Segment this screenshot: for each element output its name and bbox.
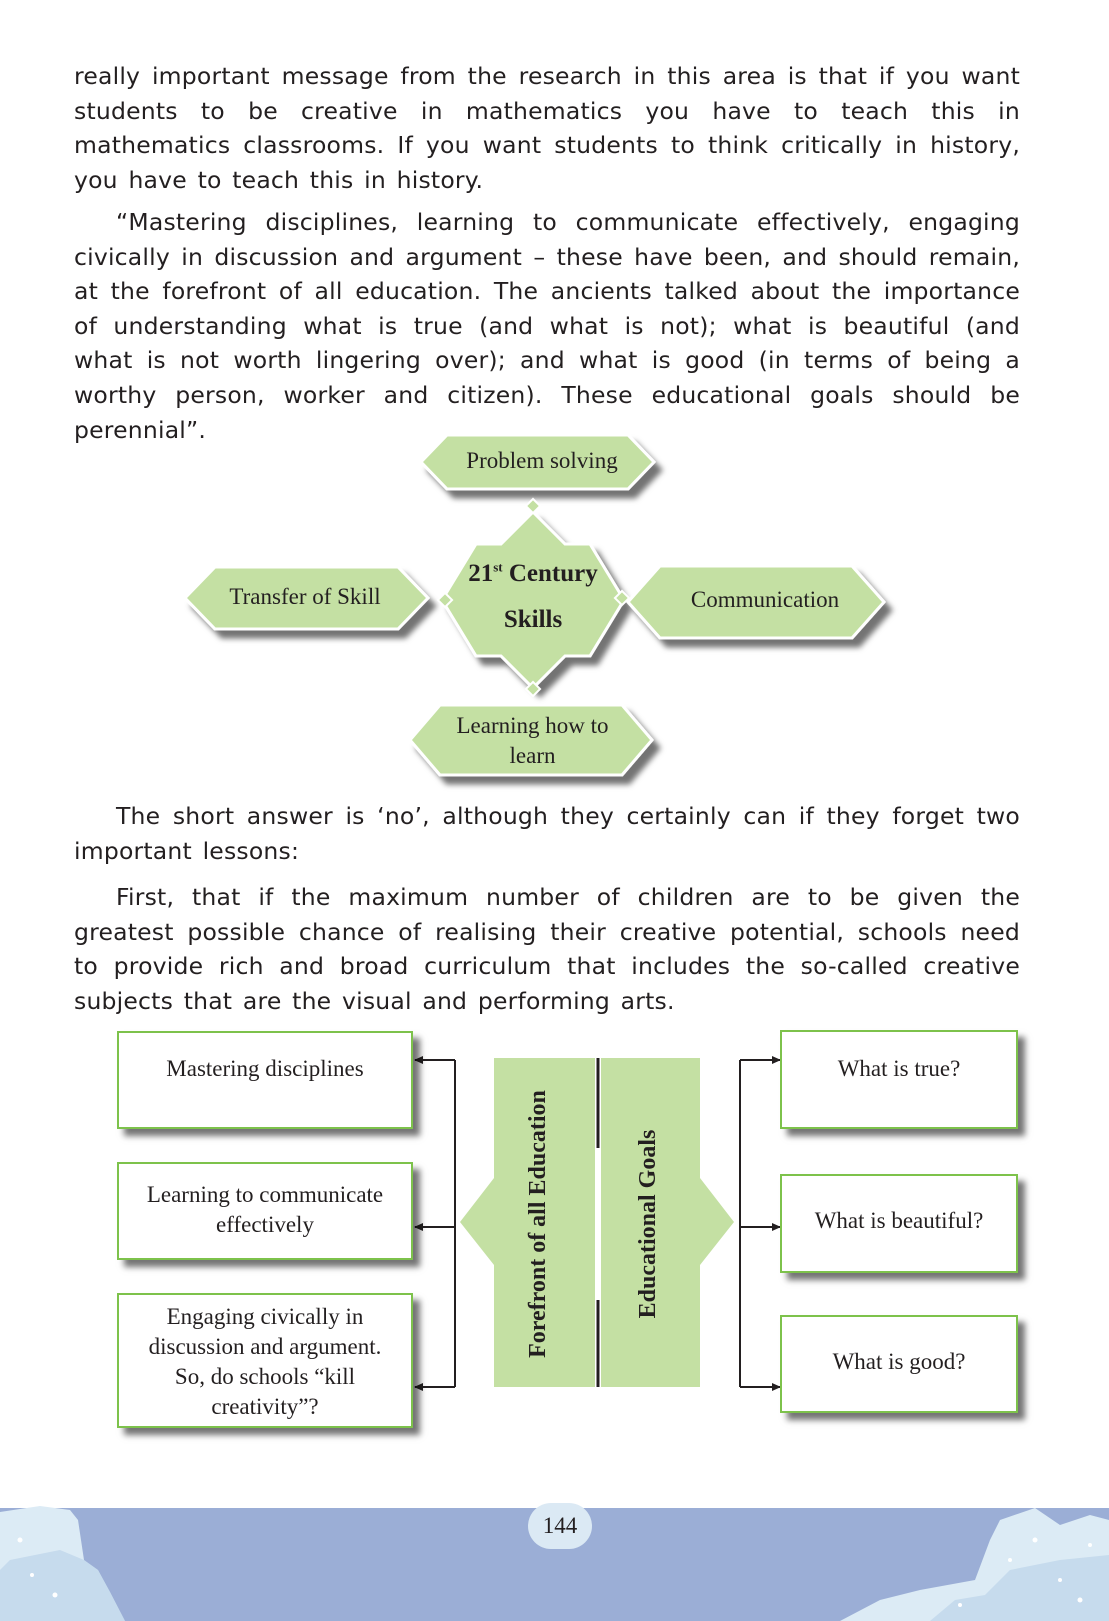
footer-blue-band bbox=[0, 1508, 1109, 1621]
connector-bottom bbox=[524, 680, 542, 698]
footer-band bbox=[0, 1506, 1109, 1621]
skill-learning-line2: learn bbox=[509, 743, 556, 768]
center-title-line2: Skills bbox=[503, 606, 563, 633]
box-what-is-true: What is true? bbox=[780, 1030, 1018, 1129]
box-text: Mastering disciplines bbox=[166, 1056, 364, 1081]
box-text: effectively bbox=[216, 1212, 314, 1237]
box-text: creativity”? bbox=[211, 1394, 319, 1419]
forefront-label: Forefront of all Education bbox=[525, 1090, 551, 1358]
box-what-is-good: What is good? bbox=[780, 1315, 1018, 1413]
page-number: 144 bbox=[528, 1503, 592, 1549]
skill-transfer: Transfer of Skill bbox=[229, 584, 381, 609]
paragraph-quote: “Mastering disciplines, learning to comm… bbox=[74, 208, 1020, 444]
center-title-line1: 21st Century bbox=[443, 551, 623, 597]
ice-dots bbox=[17, 1537, 1092, 1607]
box-engaging-civically: Engaging civically in discussion and arg… bbox=[117, 1293, 413, 1428]
connector-top bbox=[524, 497, 542, 515]
paragraph-first-lesson: First, that if the maximum number of chi… bbox=[74, 883, 1020, 1015]
box-mastering-disciplines: Mastering disciplines bbox=[117, 1031, 413, 1129]
box-learning-to-communicate: Learning to communicate effectively bbox=[117, 1162, 413, 1260]
center-num: 21 bbox=[468, 560, 494, 587]
education-center-right-panel bbox=[601, 1058, 734, 1387]
center-sup: st bbox=[493, 559, 503, 575]
skill-learning-line1: Learning how to bbox=[456, 713, 609, 738]
skill-communication: Communication bbox=[690, 587, 840, 612]
box-text: discussion and argument. bbox=[148, 1334, 382, 1359]
ice-right-shadow bbox=[930, 1555, 1109, 1621]
box-what-is-beautiful: What is beautiful? bbox=[780, 1174, 1018, 1273]
educational-goals-label: Educational Goals bbox=[635, 1129, 661, 1319]
skill-learning-how-to-learn: Learning how to learn bbox=[420, 711, 645, 771]
skill-problem-solving: Problem solving bbox=[466, 448, 618, 473]
center-title: 21st Century Skills bbox=[443, 551, 623, 643]
paragraph-1: really important message from the resear… bbox=[74, 62, 1020, 194]
center-word: Century bbox=[508, 560, 598, 587]
box-text: Engaging civically in bbox=[166, 1304, 364, 1329]
paragraph-short-answer: The short answer is ‘no’, although they … bbox=[74, 802, 1020, 865]
ice-left-shadow bbox=[0, 1550, 125, 1621]
box-text: So, do schools “kill bbox=[174, 1364, 356, 1389]
box-text: Learning to communicate bbox=[146, 1182, 384, 1207]
